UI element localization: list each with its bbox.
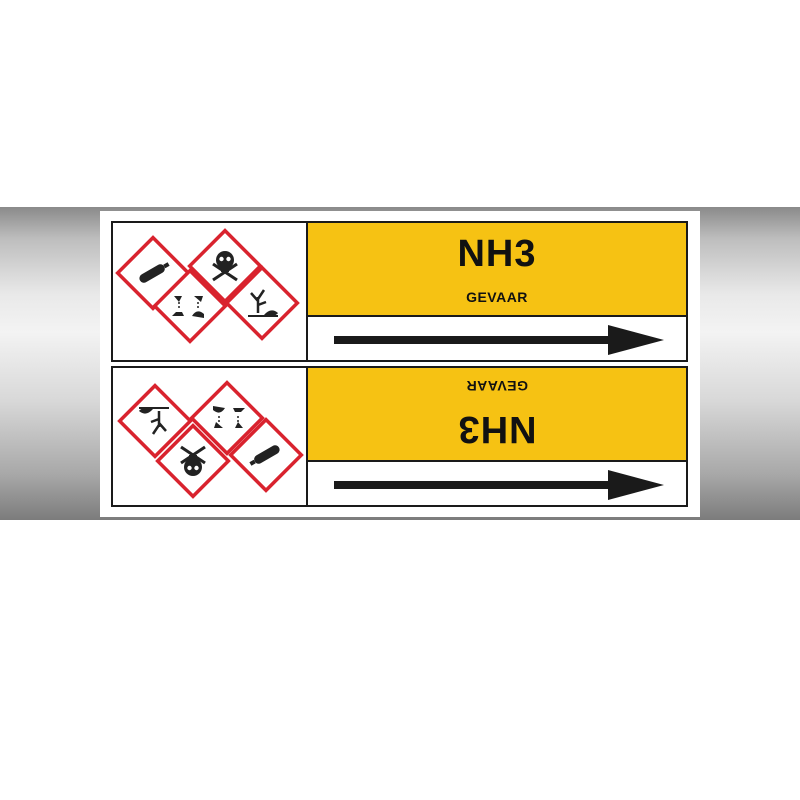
hazard-pictograms-top [113, 223, 308, 360]
marker-section-bottom: NH3 GEVAAR [111, 366, 688, 507]
substance-name-flipped: NH3 [457, 408, 537, 450]
flipped-text-group: NH3 GEVAAR [308, 368, 686, 460]
arrow-right-icon [334, 325, 664, 355]
hazard-word: GEVAAR [466, 289, 528, 305]
substance-name: NH3 [457, 233, 537, 275]
marker-section-top: NH3 GEVAAR [111, 221, 688, 362]
substance-band-top: NH3 GEVAAR [308, 223, 686, 317]
skull-crossbones-icon [187, 228, 263, 304]
corrosion-icon [152, 268, 228, 344]
arrow-right-icon [334, 470, 664, 500]
corrosion-icon [189, 380, 265, 456]
substance-band-bottom: NH3 GEVAAR [308, 368, 686, 462]
flow-arrow-area-top [308, 317, 686, 360]
hazard-word-flipped: GEVAAR [466, 378, 528, 394]
skull-crossbones-icon [155, 423, 231, 499]
flow-arrow-area-bottom [308, 462, 686, 505]
environment-icon [224, 265, 300, 341]
gas-cylinder-icon [228, 417, 304, 493]
hazard-pictograms-bottom [113, 368, 308, 505]
environment-icon [117, 383, 193, 459]
